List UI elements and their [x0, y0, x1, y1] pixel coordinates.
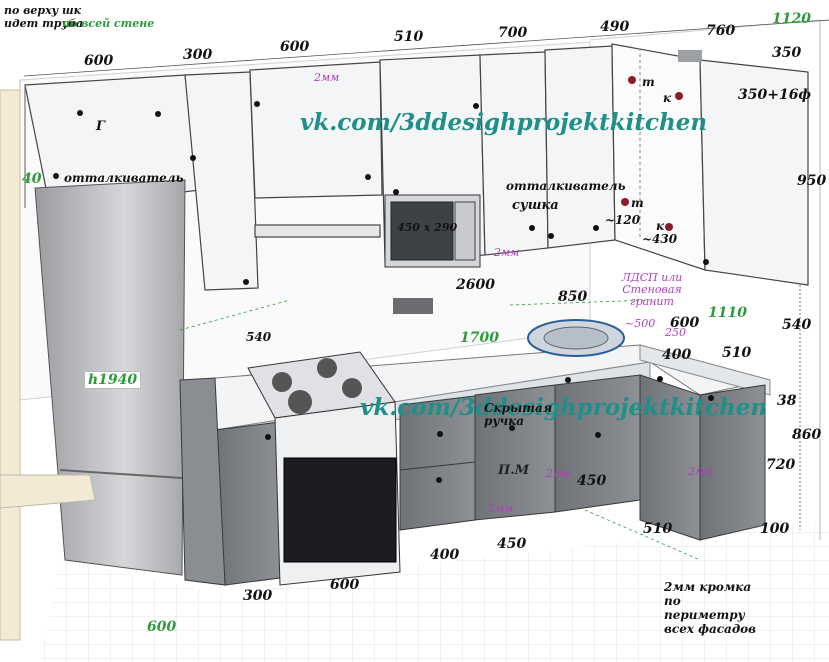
watermark-top: vk.com/3ddesighprojektkitchen: [300, 109, 708, 136]
dim-450-mid: 450: [577, 473, 607, 489]
dim-38: 38: [777, 393, 797, 409]
dim-top-700: 700: [498, 25, 528, 41]
dim-850: 850: [558, 289, 588, 305]
dim-250: 250: [665, 326, 686, 339]
letter-k1: к: [663, 91, 672, 105]
gap-2mm-a: 2мм: [314, 71, 340, 84]
dim-500: ~500: [625, 317, 656, 330]
pusher-right-note: отталкиватель: [506, 179, 626, 193]
accent-dots: [621, 76, 683, 231]
floor: [40, 520, 829, 662]
letter-t2: т: [631, 196, 644, 210]
dim-510-bottom: 510: [643, 521, 673, 537]
handle-note: Скрытая ручка: [484, 401, 553, 428]
dim-400-corner: 400: [662, 347, 692, 363]
dimension-lines: [23, 19, 829, 561]
gap-2mm-c: 2мм: [546, 467, 572, 480]
stove: [247, 351, 401, 586]
microwave-size: 450 х 290: [397, 221, 458, 234]
dim-400-bottom: 400: [430, 547, 460, 563]
dim-right-950: 950: [797, 173, 827, 189]
upper-cabinets: [24, 43, 809, 291]
dim-2600: 2600: [456, 277, 495, 293]
dim-top-600-mid: 600: [280, 39, 310, 55]
pipe: [678, 50, 702, 62]
letter-t1: т: [642, 75, 655, 89]
dim-1700: 1700: [460, 330, 499, 346]
dishwasher-note: П.М: [498, 463, 530, 478]
dim-600-green: 600: [147, 619, 177, 635]
dim-540-left: 540: [246, 330, 272, 344]
sink: [527, 319, 625, 357]
dim-450-bottom: 450: [497, 536, 527, 552]
dim-top-1120: 1120: [772, 11, 811, 27]
letter-k2: к: [656, 219, 665, 233]
hood-vent: [393, 298, 433, 314]
dim-860: 860: [792, 427, 822, 443]
dim-300-bottom: 300: [243, 588, 273, 604]
dim-120: ~120: [605, 213, 641, 227]
dim-40: 40: [22, 171, 42, 187]
dim-top-490: 490: [600, 19, 630, 35]
dim-430: ~430: [642, 232, 678, 246]
dim-right-350: 350: [772, 45, 802, 61]
watermark-bottom: vk.com/3ddesighprojektkitchen: [360, 394, 768, 421]
dryer-note: сушка: [512, 198, 559, 213]
dim-100: 100: [760, 521, 790, 537]
dim-600-bottom: 600: [330, 577, 360, 593]
dim-720: 720: [766, 457, 796, 473]
dim-top-760: 760: [706, 23, 736, 39]
pipe-note: по верху шк идет труба: [4, 4, 84, 30]
dim-1110: 1110: [708, 305, 747, 321]
fastener-dots: [53, 101, 714, 483]
letter-g: Г: [96, 119, 105, 134]
whole-wall-note: по всей стене: [62, 17, 155, 30]
dim-600-corner: 600: [670, 315, 700, 331]
gap-2mm-e: 2мм: [688, 465, 714, 478]
dim-540-right: 540: [782, 317, 812, 333]
pusher-left-note: отталкиватель: [64, 171, 184, 185]
ldsp-note: ЛДСП или Стеновая гранит: [621, 271, 683, 308]
base-cabinets: [179, 374, 766, 586]
fridge-height: h1940: [84, 371, 142, 389]
gap-2mm-b: 2мм: [494, 246, 520, 259]
dim-top-300: 300: [183, 47, 213, 63]
microwave: [384, 194, 481, 268]
dim-right-350-16: 350+16ф: [738, 87, 812, 103]
edge-note: 2мм кромка по периметру всех фасадов: [664, 580, 757, 636]
dim-510-corner: 510: [722, 345, 752, 361]
dim-top-600-left: 600: [84, 53, 114, 69]
gap-2mm-d: 2мм: [488, 502, 514, 515]
dim-top-510: 510: [394, 29, 424, 45]
